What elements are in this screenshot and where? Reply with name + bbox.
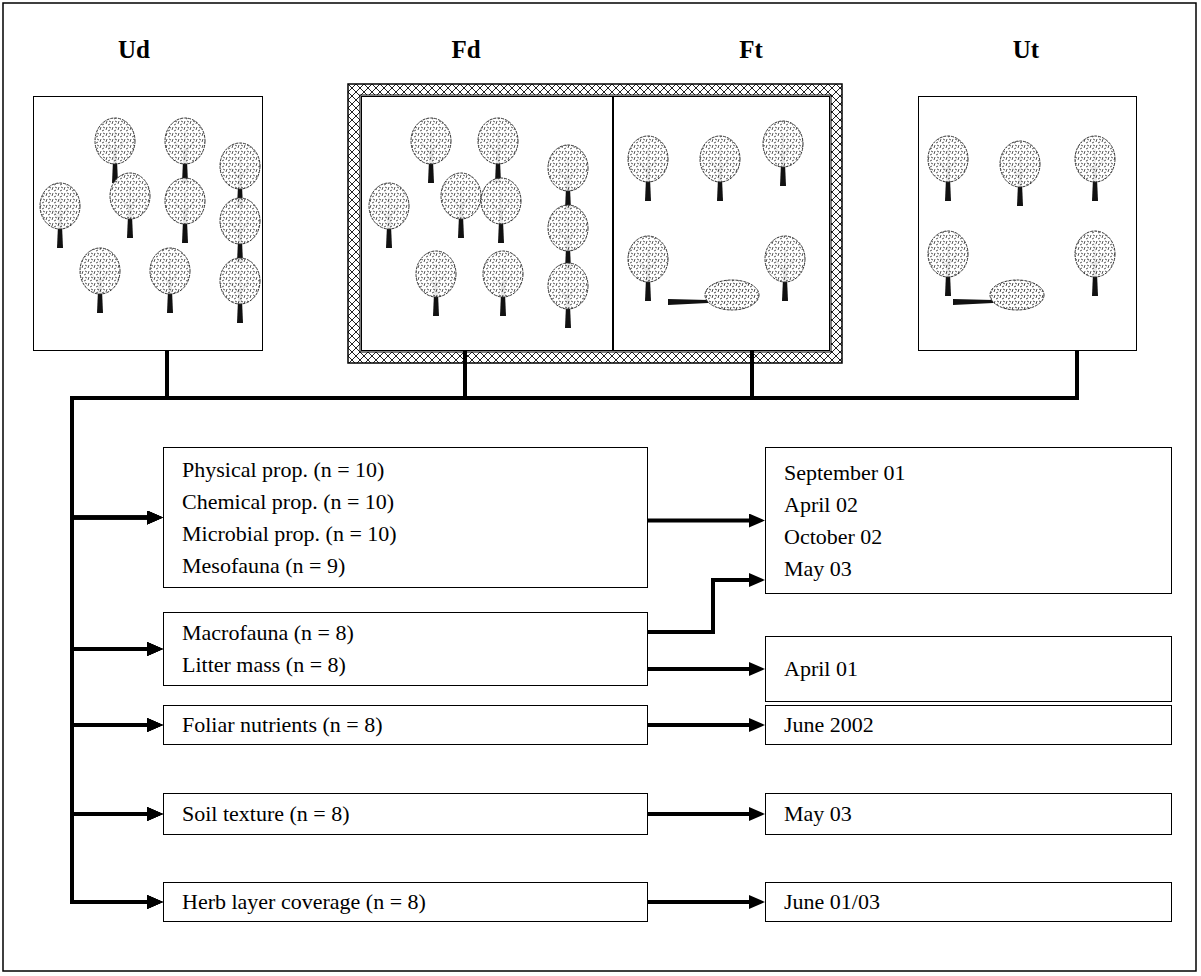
box-text: Chemical prop. (n = 10) xyxy=(182,486,629,518)
box-text: Macrofauna (n = 8) xyxy=(182,617,629,649)
tree xyxy=(548,145,588,210)
tree xyxy=(110,173,150,238)
plot-label: Fd xyxy=(451,35,480,65)
fenced-area xyxy=(360,95,831,352)
connector-arrow xyxy=(72,351,752,814)
box-text: Microbial prop. (n = 10) xyxy=(182,518,629,550)
box-text: Mesofauna (n = 9) xyxy=(182,550,629,582)
info-box: Physical prop. (n = 10)Chemical prop. (n… xyxy=(163,447,648,588)
info-box: Soil texture (n = 8) xyxy=(163,793,648,835)
info-box: Herb layer coverage (n = 8) xyxy=(163,882,648,922)
tree xyxy=(369,183,409,248)
tree xyxy=(1000,141,1040,206)
tree xyxy=(220,198,260,263)
tree xyxy=(628,236,668,301)
plot-label: Ut xyxy=(1013,35,1039,65)
tree xyxy=(150,248,190,313)
tree xyxy=(411,118,451,183)
tree xyxy=(40,183,80,248)
plot-box: Fd xyxy=(361,96,613,351)
tree xyxy=(220,258,260,323)
box-text: September 01 xyxy=(784,457,1153,489)
connector-arrow xyxy=(72,351,167,518)
tree xyxy=(416,251,456,316)
plot-box: Ft xyxy=(613,96,830,351)
connector-arrow xyxy=(648,723,755,727)
connector-arrow xyxy=(72,351,752,902)
connector-arrow xyxy=(648,900,755,904)
tree xyxy=(548,205,588,270)
tree xyxy=(763,121,803,186)
connector-arrow xyxy=(72,351,752,649)
box-text: May 03 xyxy=(784,798,1153,830)
box-text: October 02 xyxy=(784,521,1153,553)
tree xyxy=(1075,136,1115,201)
tree xyxy=(765,236,805,301)
fence-hatch xyxy=(348,84,842,363)
tree xyxy=(548,263,588,328)
connector-arrow xyxy=(648,812,755,816)
plot-label: Ft xyxy=(739,35,763,65)
plot-label: Ud xyxy=(118,35,150,65)
info-box: April 01 xyxy=(765,636,1172,702)
info-box: June 2002 xyxy=(765,705,1172,745)
box-text: Litter mass (n = 8) xyxy=(182,649,629,681)
box-text: April 02 xyxy=(784,489,1153,521)
tree xyxy=(700,136,740,201)
tree xyxy=(165,178,205,243)
plot-box: Ud xyxy=(33,96,263,351)
tree xyxy=(928,231,968,296)
box-text: Herb layer coverage (n = 8) xyxy=(182,886,629,918)
box-text: June 01/03 xyxy=(784,886,1153,918)
info-box: Macrofauna (n = 8)Litter mass (n = 8) xyxy=(163,612,648,686)
tree-group xyxy=(40,118,1115,328)
info-box: May 03 xyxy=(765,793,1172,835)
figure-frame xyxy=(3,3,1196,971)
fallen-tree xyxy=(953,280,1044,310)
tree xyxy=(478,118,518,183)
tree xyxy=(165,118,205,183)
tree xyxy=(1075,231,1115,296)
tree xyxy=(483,251,523,316)
connector-arrow xyxy=(648,580,755,632)
connector-arrow xyxy=(72,351,167,814)
connector-arrow xyxy=(648,667,755,671)
box-text: April 01 xyxy=(784,653,1153,685)
box-text: Foliar nutrients (n = 8) xyxy=(182,709,629,741)
box-text: May 03 xyxy=(784,553,1153,585)
tree xyxy=(80,248,120,313)
tree xyxy=(481,178,521,243)
info-box: Foliar nutrients (n = 8) xyxy=(163,705,648,745)
fallen-tree xyxy=(668,280,759,310)
plot-box: Ut xyxy=(918,96,1137,351)
tree xyxy=(928,136,968,201)
tree xyxy=(628,136,668,201)
connector-arrow xyxy=(72,351,167,902)
box-text: Soil texture (n = 8) xyxy=(182,798,629,830)
connector-arrow xyxy=(648,519,755,523)
tree xyxy=(441,173,481,238)
connector-arrow xyxy=(72,351,167,725)
connector-arrow xyxy=(72,351,167,649)
info-box: June 01/03 xyxy=(765,882,1172,922)
box-text: June 2002 xyxy=(784,709,1153,741)
box-text: Physical prop. (n = 10) xyxy=(182,454,629,486)
info-box: September 01April 02October 02May 03 xyxy=(765,447,1172,594)
